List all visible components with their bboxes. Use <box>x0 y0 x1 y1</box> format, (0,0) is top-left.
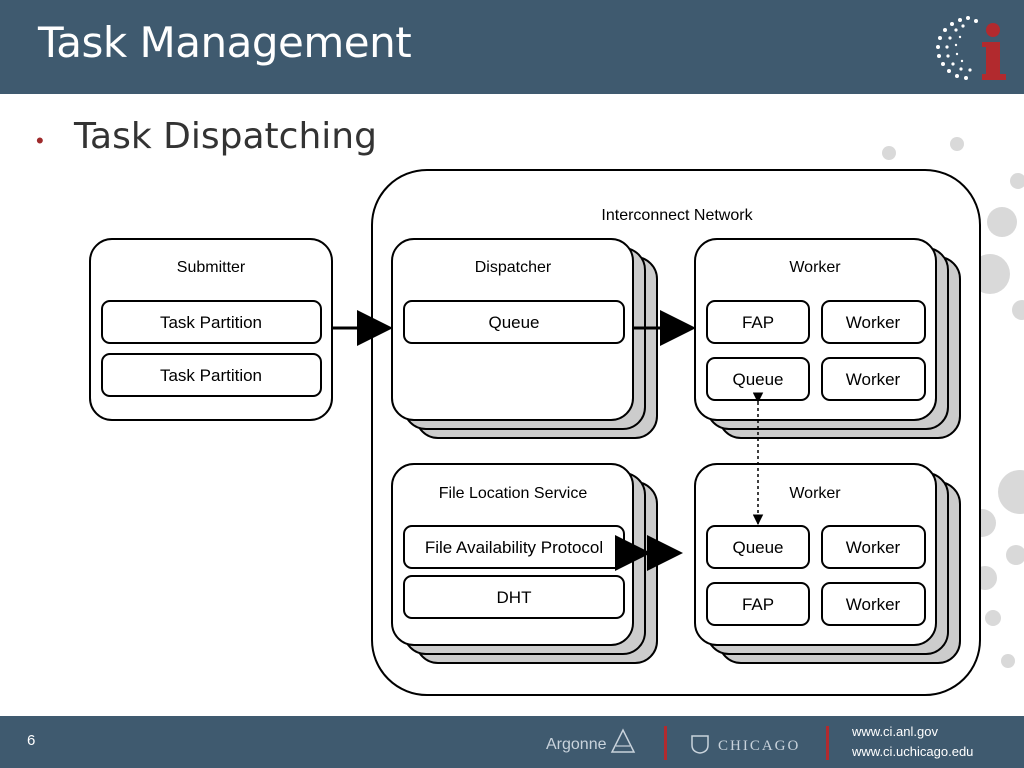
bullet-marker: • <box>36 128 44 153</box>
slide-header: Task Management <box>0 0 1024 94</box>
dht-label: DHT <box>497 588 532 607</box>
footer-divider <box>664 726 667 760</box>
argonne-logo: Argonne <box>546 736 607 753</box>
ci-logo <box>936 16 1006 80</box>
worker-sub-label: Worker <box>846 313 901 332</box>
file-availability-protocol-label: File Availability Protocol <box>425 538 603 557</box>
worker-bottom-title: Worker <box>789 485 841 502</box>
uchicago-shield-icon <box>691 735 709 754</box>
worker-sub-box <box>821 582 926 626</box>
task-partition-box <box>101 300 322 344</box>
uchicago-logo: CHICAGO <box>718 738 801 754</box>
worker-sub-box <box>821 357 926 401</box>
url-ci-uchicago[interactable]: www.ci.uchicago.edu <box>852 744 974 759</box>
bullet-task-dispatching: Task Dispatching <box>74 116 377 157</box>
argonne-mark-icon <box>610 728 636 753</box>
dispatcher-queue-box <box>403 300 625 344</box>
fap-box <box>706 300 810 344</box>
slide-title: Task Management <box>38 18 412 67</box>
slide-footer: 6 Argonne CHICAGO www.ci.anl.gov www.ci.… <box>0 716 1024 768</box>
dispatcher-queue-label: Queue <box>488 313 539 332</box>
worker-queue-label: Queue <box>732 538 783 557</box>
url-ci-anl[interactable]: www.ci.anl.gov <box>852 724 938 739</box>
worker-sub-label: Worker <box>846 538 901 557</box>
worker-top-title: Worker <box>789 259 841 276</box>
file-location-service-title: File Location Service <box>439 485 588 502</box>
dht-box <box>403 575 625 619</box>
fap-box <box>706 582 810 626</box>
worker-sub-box <box>821 300 926 344</box>
task-partition-label: Task Partition <box>160 313 262 332</box>
fap-label: FAP <box>742 313 774 332</box>
worker-sub-label: Worker <box>846 595 901 614</box>
interconnect-network-label: Interconnect Network <box>601 207 753 224</box>
worker-queue-label: Queue <box>732 370 783 389</box>
fap-label: FAP <box>742 595 774 614</box>
submitter-title: Submitter <box>177 259 246 276</box>
dispatcher-title: Dispatcher <box>475 259 552 276</box>
task-partition-box <box>101 353 322 397</box>
task-partition-label: Task Partition <box>160 366 262 385</box>
worker-sub-box <box>821 525 926 569</box>
worker-queue-box <box>706 525 810 569</box>
footer-divider <box>826 726 829 760</box>
worker-sub-label: Worker <box>846 370 901 389</box>
page-number: 6 <box>27 732 36 749</box>
